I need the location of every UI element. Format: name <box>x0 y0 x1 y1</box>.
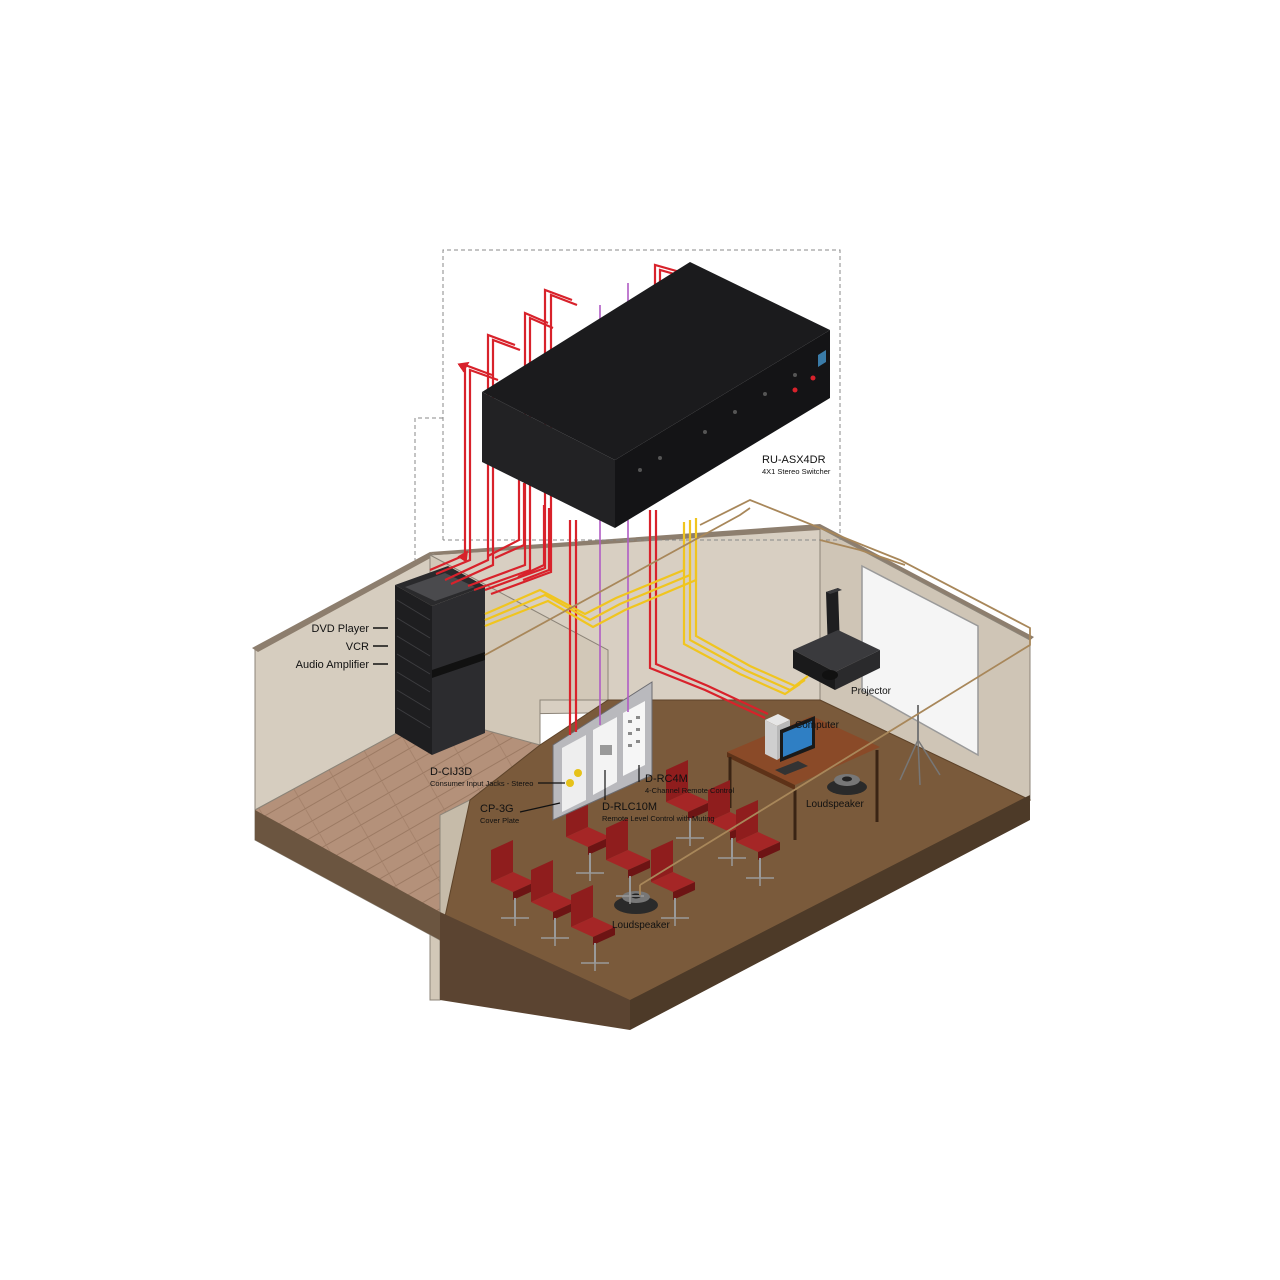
switcher-device <box>482 262 830 528</box>
rack-item-vcr: VCR <box>346 641 369 653</box>
switcher-top <box>482 262 830 460</box>
rack-item-audio-amplifier: Audio Amplifier <box>296 659 370 671</box>
remote-control-model: D-RC4M <box>645 773 688 785</box>
computer-icon <box>765 714 815 775</box>
chair-icon <box>606 818 650 904</box>
floor-edge-front <box>440 912 630 1030</box>
cover-plate-desc: Cover Plate <box>480 816 519 825</box>
chair-icon <box>736 800 780 886</box>
rack-labels: DVD Player VCR Audio Amplifier <box>296 623 388 671</box>
loudspeaker-icon <box>827 774 867 795</box>
projector-label: Projector <box>851 686 892 697</box>
switcher-front <box>482 392 615 528</box>
rack-item-dvd-player: DVD Player <box>312 623 370 635</box>
audio-cables <box>429 263 769 735</box>
switcher-desc: 4X1 Stereo Switcher <box>762 467 831 476</box>
dashed-boundary-leader <box>414 417 443 560</box>
left-wall-top <box>252 552 436 652</box>
device-labels: Projector Computer Loudspeaker Loudspeak… <box>612 686 892 931</box>
chairs <box>491 760 780 971</box>
computer-label: Computer <box>795 720 840 731</box>
level-control-model: D-RLC10M <box>602 801 657 813</box>
switcher-label: RU-ASX4DR 4X1 Stereo Switcher <box>762 454 831 476</box>
loudspeaker-right-label: Loudspeaker <box>806 799 864 810</box>
video-cables <box>484 518 809 696</box>
chair-icon <box>491 840 535 926</box>
switcher-side <box>615 330 830 528</box>
dashed-boundary <box>442 249 841 541</box>
switcher-model: RU-ASX4DR <box>762 454 826 466</box>
speaker-cables <box>484 499 1031 895</box>
level-control-desc: Remote Level Control with Muting <box>602 814 715 823</box>
input-jacks-desc: Consumer Input Jacks - Stereo <box>430 779 533 788</box>
wallplate-labels: D-CIJ3D Consumer Input Jacks - Stereo CP… <box>430 765 735 825</box>
chair-icon <box>571 885 615 971</box>
floor-edge-right <box>630 795 1030 1030</box>
loudspeaker-icon <box>614 891 658 914</box>
chair-icon <box>531 860 575 946</box>
chair-icon <box>666 760 710 846</box>
floor-edge-left <box>255 810 440 940</box>
wallplate-icon <box>552 681 653 821</box>
remote-control-desc: 4-Channel Remote Control <box>645 786 735 795</box>
projector-icon <box>793 588 880 690</box>
input-jacks-model: D-CIJ3D <box>430 766 472 778</box>
cover-plate-model: CP-3G <box>480 803 514 815</box>
chair-icon <box>651 840 695 926</box>
loudspeaker-center-label: Loudspeaker <box>612 920 670 931</box>
rack-icon <box>395 566 485 755</box>
